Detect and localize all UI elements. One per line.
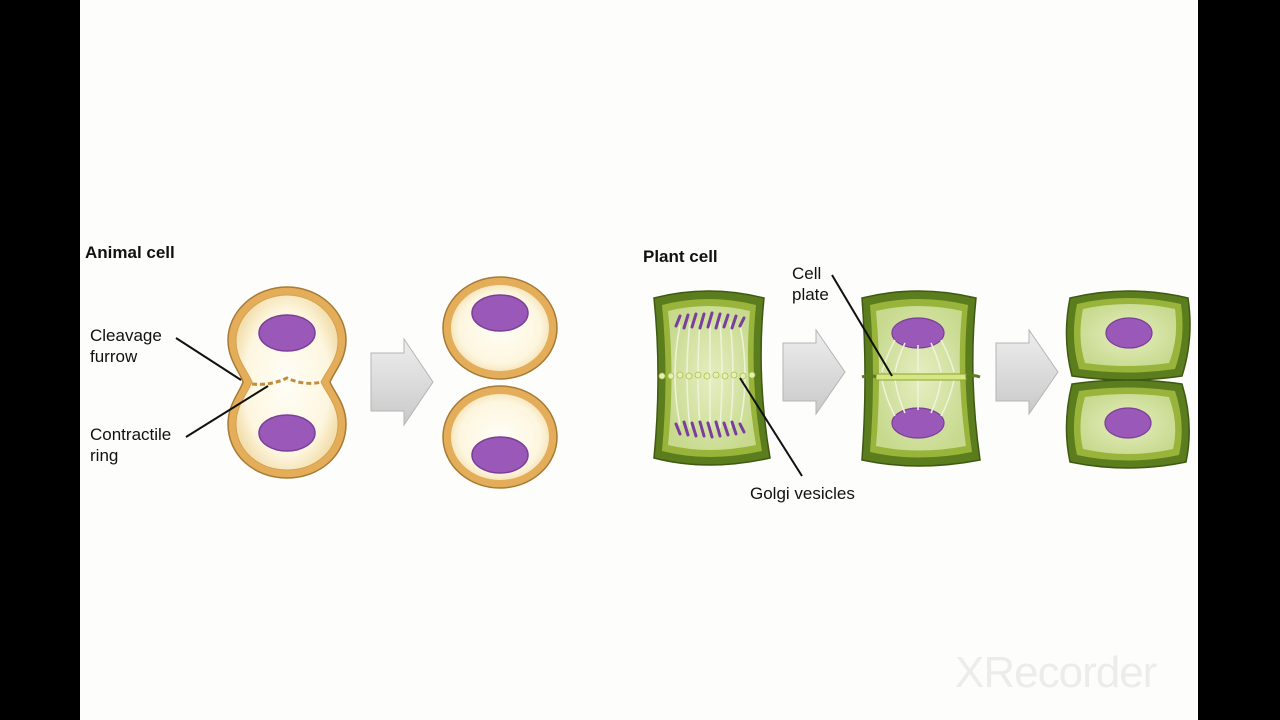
cell-plate-leader bbox=[831, 274, 893, 377]
cleavage-furrow-label-line: Cleavage bbox=[90, 326, 162, 345]
contractile-ring-label-line: ring bbox=[90, 446, 119, 465]
animal-cell-dividing bbox=[227, 286, 347, 479]
nucleus bbox=[258, 414, 316, 452]
cell-plate-label: Cell plate bbox=[792, 263, 829, 305]
cell-plate-label-line: Cell bbox=[792, 264, 822, 283]
plant-cell-spindle bbox=[653, 290, 771, 466]
cell-plate-label-line: plate bbox=[792, 285, 829, 304]
contractile-ring-label: Contractile ring bbox=[90, 424, 171, 466]
cleavage-furrow-label-line: furrow bbox=[90, 347, 138, 366]
nucleus bbox=[1104, 407, 1152, 439]
animal-cell-title: Animal cell bbox=[85, 243, 175, 262]
nucleus bbox=[471, 294, 529, 332]
nucleus bbox=[1105, 317, 1153, 349]
nucleus bbox=[891, 317, 945, 349]
golgi-vesicles-leader bbox=[739, 377, 803, 477]
contractile-ring-label-line: Contractile bbox=[90, 425, 172, 444]
cleavage-furrow-leader bbox=[175, 337, 242, 381]
plant-cell-title: Plant cell bbox=[643, 247, 718, 266]
animal-daughter-cells bbox=[442, 276, 558, 489]
process-arrow-icon bbox=[782, 328, 846, 416]
process-arrow-icon bbox=[370, 337, 434, 427]
contractile-ring bbox=[251, 376, 323, 386]
contractile-ring-leader bbox=[185, 385, 269, 438]
xrecorder-watermark: XRecorder bbox=[955, 648, 1157, 697]
nucleus bbox=[891, 407, 945, 439]
nucleus bbox=[471, 436, 529, 474]
cell-plate bbox=[875, 373, 967, 381]
plant-cell-cell-plate bbox=[861, 290, 981, 467]
plant-daughter-cells bbox=[1065, 290, 1191, 469]
golgi-vesicles-label: Golgi vesicles bbox=[750, 484, 855, 503]
nucleus bbox=[258, 314, 316, 352]
cleavage-furrow-label: Cleavage furrow bbox=[90, 325, 162, 367]
process-arrow-icon bbox=[995, 328, 1059, 416]
